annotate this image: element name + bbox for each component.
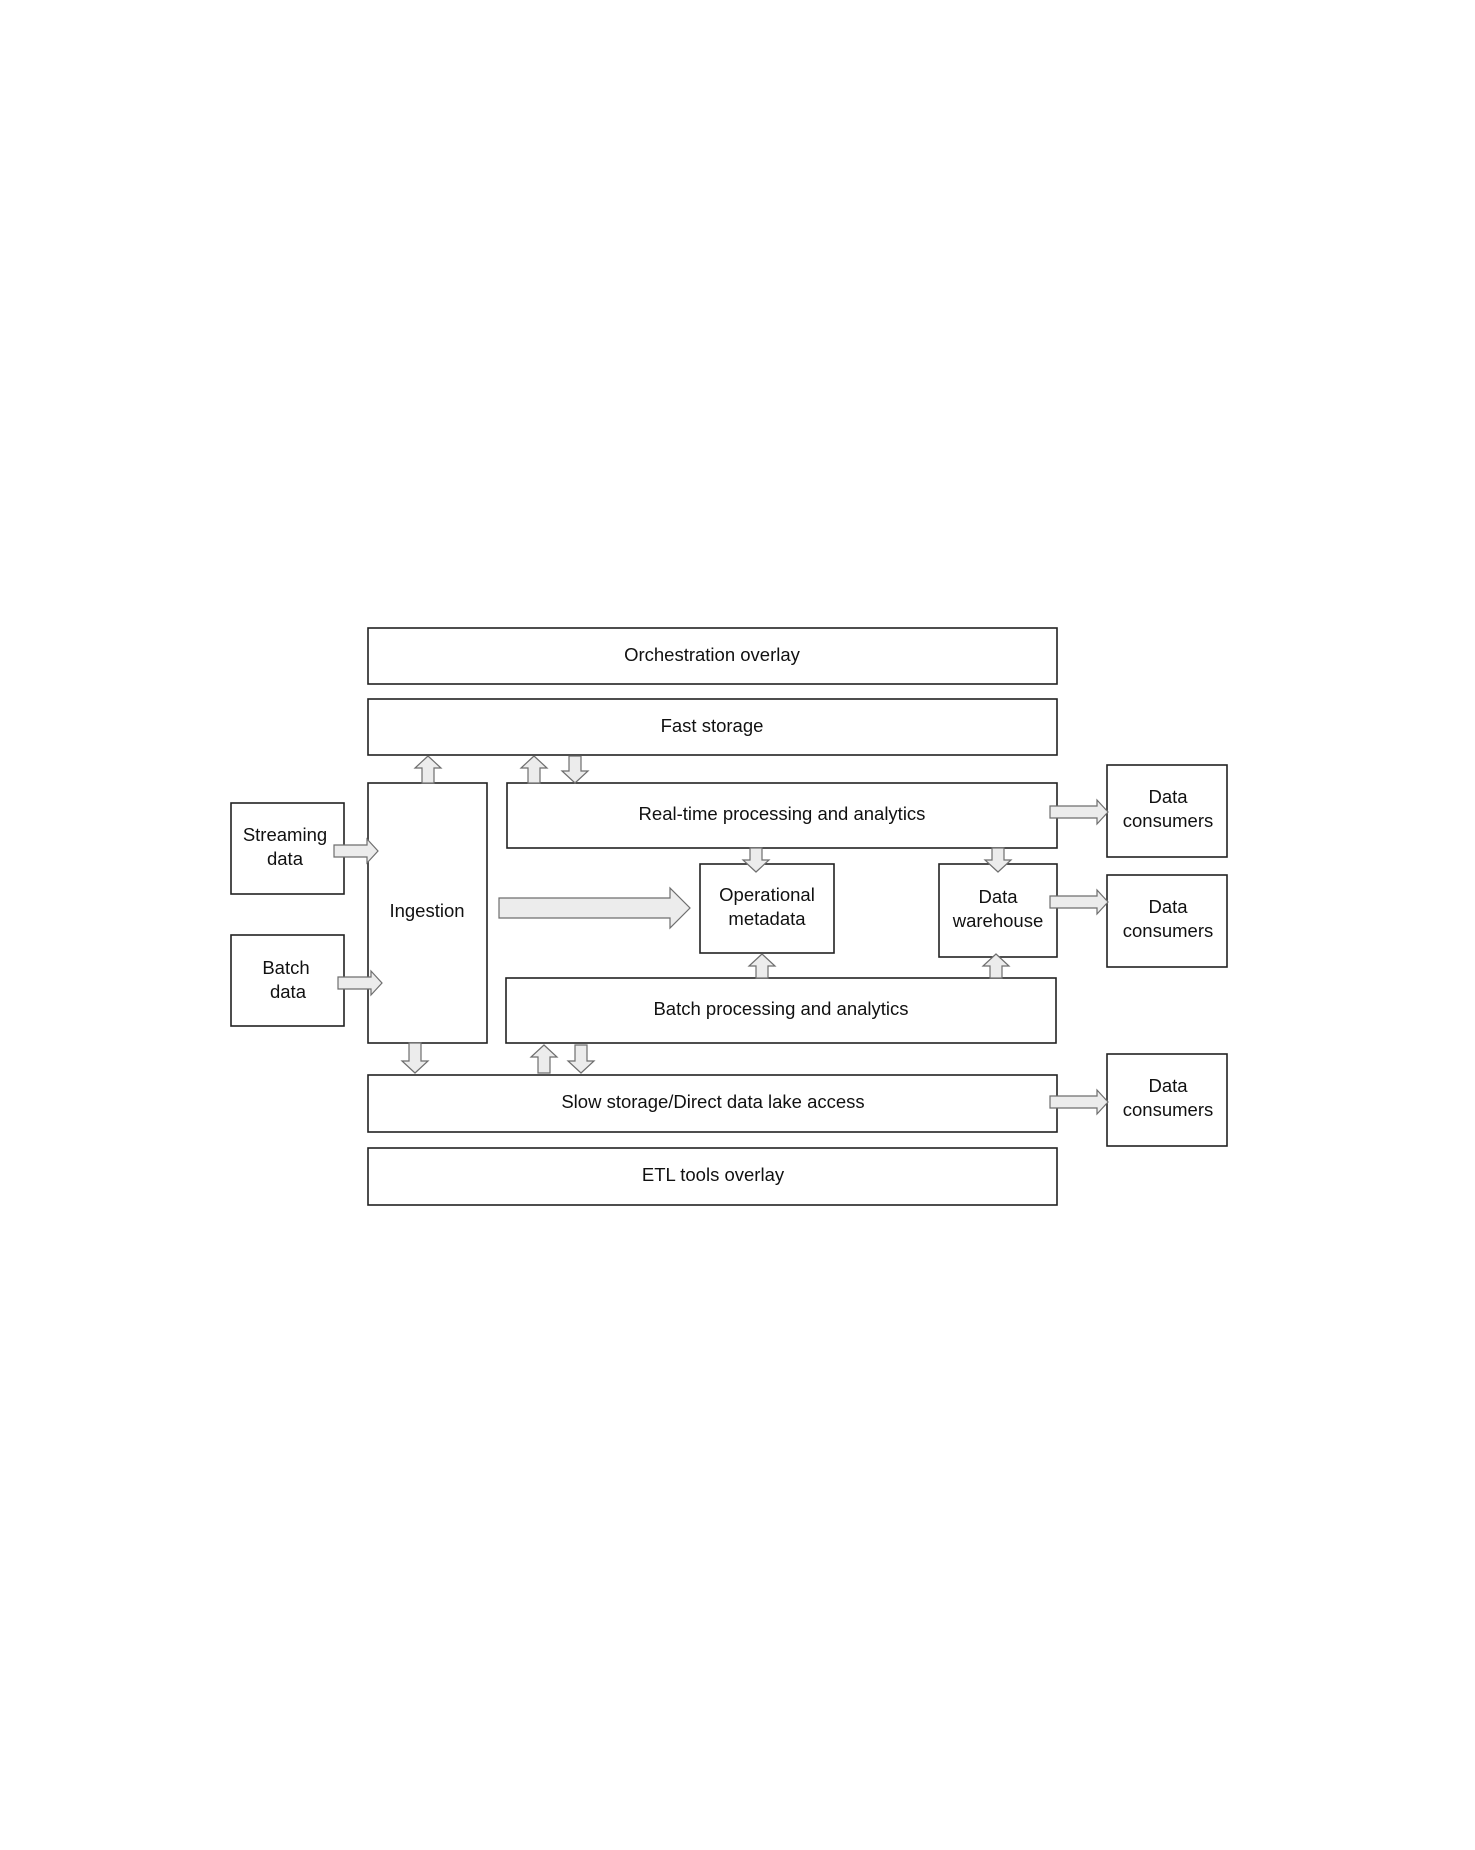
data-consumers-3-label-line2: consumers [1123, 1099, 1213, 1120]
orchestration-overlay-box: Orchestration overlay [367, 627, 1058, 685]
data-consumers-2-label-line2: consumers [1123, 920, 1213, 941]
ingestion-label: Ingestion [389, 900, 464, 921]
etl-tools-overlay-box: ETL tools overlay [367, 1147, 1058, 1206]
arrow-batch-to-ingestion [337, 969, 383, 997]
arrow-ingestion-to-slow-storage [400, 1042, 430, 1074]
data-consumers-box-3: Data consumers [1106, 1053, 1228, 1147]
batch-data-box: Batch data [230, 934, 345, 1027]
batch-data-label-line2: data [270, 981, 307, 1002]
arrow-realtime-to-consumers-1 [1049, 798, 1109, 826]
slow-storage-label: Slow storage/Direct data lake access [561, 1091, 864, 1112]
streaming-data-label-line1: Streaming [243, 824, 327, 845]
data-warehouse-label-line1: Data [978, 886, 1018, 907]
batch-data-label-line1: Batch [262, 957, 309, 978]
data-consumers-box-1: Data consumers [1106, 764, 1228, 858]
arrow-streaming-to-ingestion [333, 837, 379, 865]
operational-metadata-label-line2: metadata [728, 908, 806, 929]
batch-processing-box: Batch processing and analytics [505, 977, 1057, 1044]
arrow-warehouse-to-consumers-2 [1049, 888, 1109, 916]
arrow-ingestion-to-operational-metadata [498, 886, 691, 930]
batch-processing-label: Batch processing and analytics [653, 998, 908, 1019]
streaming-data-label-line2: data [267, 848, 304, 869]
arrow-realtime-to-data-warehouse [983, 847, 1013, 873]
arrow-slow-storage-to-consumers-3 [1049, 1088, 1109, 1116]
fast-storage-box: Fast storage [367, 698, 1058, 756]
slow-storage-box: Slow storage/Direct data lake access [367, 1074, 1058, 1133]
data-consumers-3-label-line1: Data [1148, 1075, 1188, 1096]
data-consumers-1-label-line1: Data [1148, 786, 1188, 807]
arrow-ingestion-to-fast-storage [413, 755, 443, 784]
data-consumers-1-label-line2: consumers [1123, 810, 1213, 831]
data-consumers-2-label-line1: Data [1148, 896, 1188, 917]
arrow-slow-storage-to-batch-processing [566, 1044, 596, 1074]
arrow-batch-processing-to-operational-metadata [747, 953, 777, 979]
arrow-fast-storage-to-realtime [560, 755, 590, 784]
data-warehouse-box: Data warehouse [938, 863, 1058, 958]
realtime-processing-box: Real-time processing and analytics [506, 782, 1058, 849]
data-consumers-box-2: Data consumers [1106, 874, 1228, 968]
fast-storage-label: Fast storage [661, 715, 764, 736]
data-warehouse-label-line2: warehouse [952, 910, 1044, 931]
arrow-batch-processing-to-slow-storage [529, 1044, 559, 1074]
orchestration-overlay-label: Orchestration overlay [624, 644, 801, 665]
streaming-data-box: Streaming data [230, 802, 345, 895]
arrow-realtime-to-fast-storage [519, 755, 549, 784]
etl-tools-overlay-label: ETL tools overlay [642, 1164, 785, 1185]
realtime-processing-label: Real-time processing and analytics [639, 803, 926, 824]
arrow-realtime-to-operational-metadata [741, 847, 771, 873]
operational-metadata-label-line1: Operational [719, 884, 815, 905]
ingestion-box: Ingestion [367, 782, 488, 1044]
operational-metadata-box: Operational metadata [699, 863, 835, 954]
arrow-batch-processing-to-data-warehouse [981, 953, 1011, 979]
